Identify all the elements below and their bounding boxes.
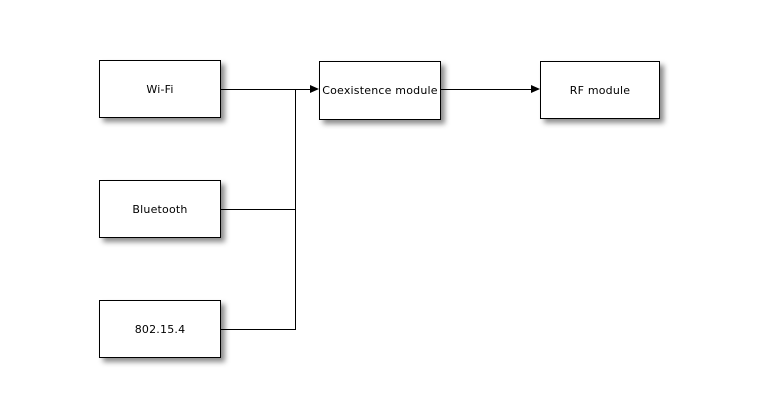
arrowhead-into-coexistence xyxy=(310,85,319,93)
edge-802-15-4-to-trunk xyxy=(220,329,296,330)
edge-wifi-to-coexistence xyxy=(220,89,311,90)
node-bluetooth: Bluetooth xyxy=(99,180,221,238)
edge-bluetooth-to-trunk xyxy=(220,209,296,210)
node-coexistence-module: Coexistence module xyxy=(319,61,441,120)
arrowhead-into-rf xyxy=(531,85,540,93)
edge-coexistence-to-rf xyxy=(440,89,531,90)
node-802-15-4: 802.15.4 xyxy=(99,300,221,358)
node-802-15-4-label: 802.15.4 xyxy=(134,322,186,336)
node-rf-module-label: RF module xyxy=(569,83,631,97)
node-wifi: Wi-Fi xyxy=(99,60,221,118)
node-coexistence-module-label: Coexistence module xyxy=(322,84,438,97)
node-rf-module: RF module xyxy=(540,61,660,119)
node-bluetooth-label: Bluetooth xyxy=(132,202,188,216)
node-wifi-label: Wi-Fi xyxy=(146,82,174,96)
